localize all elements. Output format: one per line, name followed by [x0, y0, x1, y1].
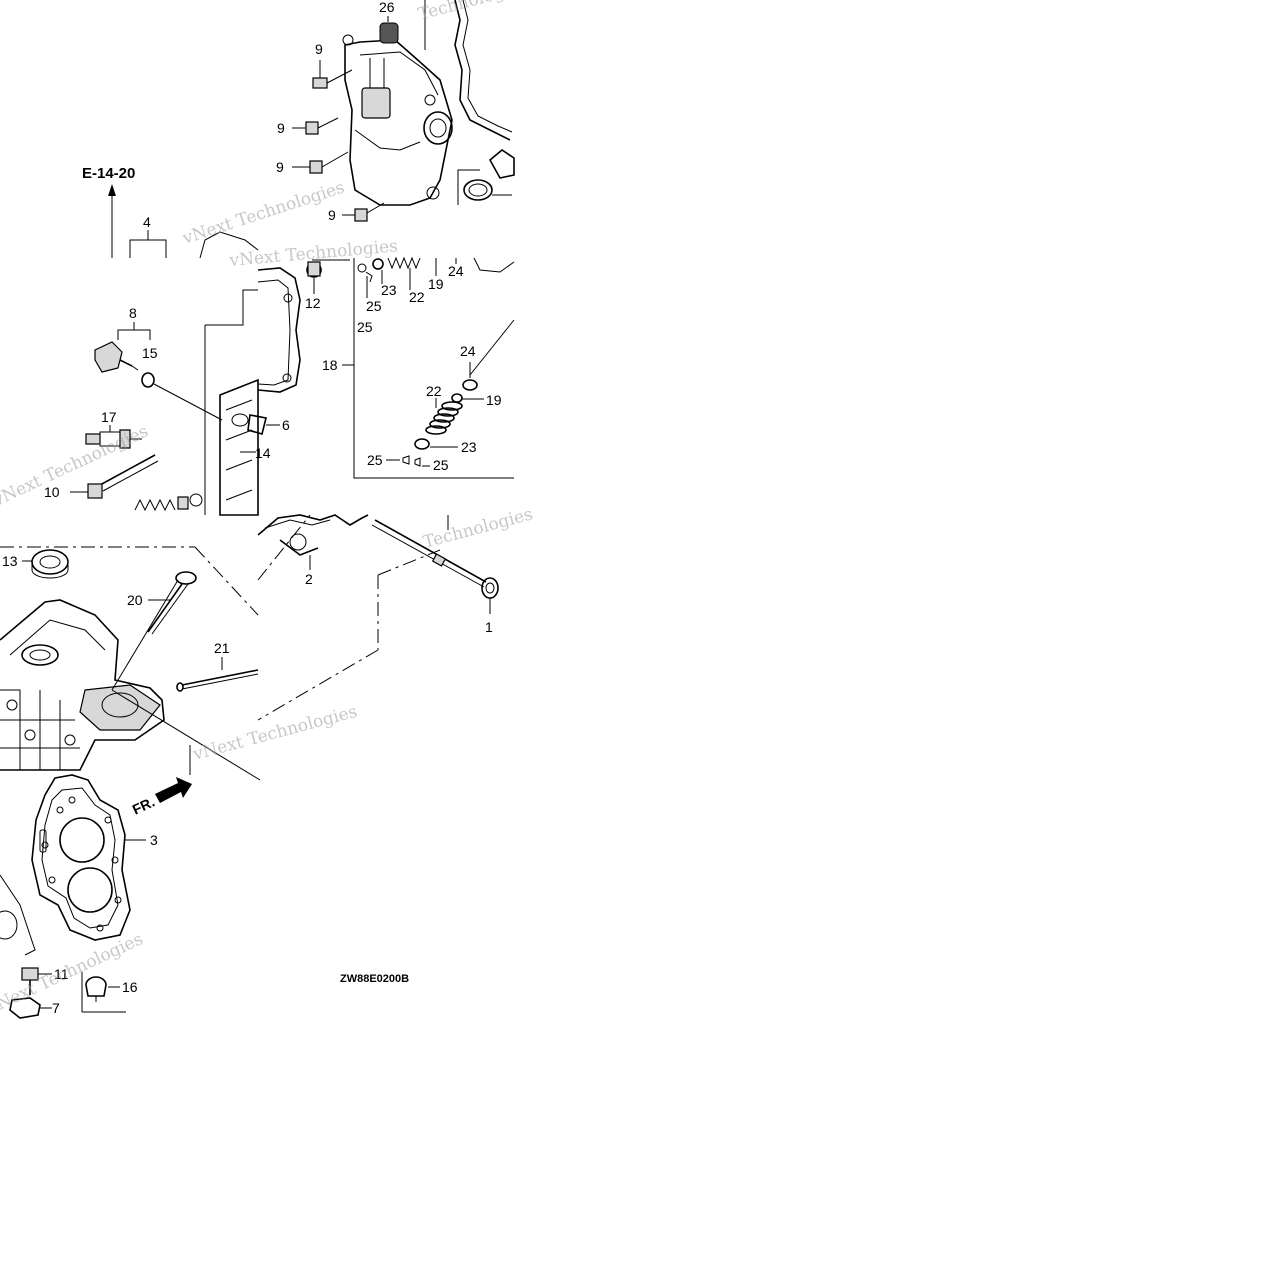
callout-24: 24	[460, 343, 476, 359]
diagram-code: ZW88E0200B	[340, 973, 409, 985]
callout-2: 2	[305, 571, 313, 587]
watermarks: vNext Technologies vNext Technologies vN…	[0, 0, 535, 1019]
callout-16: 16	[122, 979, 138, 995]
callout-25: 25	[357, 319, 373, 335]
reference-label: E-14-20	[82, 165, 135, 182]
callout-13: 13	[2, 553, 18, 569]
callout-labels: 26 9 9 9 9 4 8 15 17 6 14 10 12 25 25 23…	[2, 0, 502, 1016]
callout-22: 22	[426, 383, 442, 399]
callout-10: 10	[44, 484, 60, 500]
watermark: vNext Technologies	[0, 421, 152, 511]
cylinder-head-side-tile	[70, 267, 301, 516]
callout-18: 18	[322, 357, 338, 373]
callout-17: 17	[101, 409, 117, 425]
watermark: Technologies	[421, 504, 535, 552]
callout-25: 25	[367, 452, 383, 468]
callout-14: 14	[255, 445, 271, 461]
head-cover-tile	[292, 0, 515, 222]
callout-26: 26	[379, 0, 395, 15]
callout-25: 25	[366, 298, 382, 314]
watermark: vNext Technologies	[179, 178, 347, 250]
callout-6: 6	[282, 417, 290, 433]
lower-parts-area	[0, 760, 192, 1019]
callout-15: 15	[142, 345, 158, 361]
callout-24: 24	[448, 263, 464, 279]
callout-3: 3	[150, 832, 158, 848]
callout-7: 7	[52, 1000, 60, 1016]
watermark: vNext Technologies	[190, 702, 359, 765]
callout-19: 19	[428, 276, 444, 292]
callout-21: 21	[214, 640, 230, 656]
head-assembly-tile	[0, 546, 261, 781]
front-direction-label: FR.	[130, 794, 157, 818]
callout-9: 9	[328, 207, 336, 223]
callout-11: 11	[54, 966, 69, 982]
callout-23: 23	[461, 439, 477, 455]
callout-23: 23	[381, 282, 397, 298]
callout-1: 1	[485, 619, 493, 635]
callout-9: 9	[276, 159, 284, 175]
head-bolt-tile	[257, 514, 499, 721]
callout-20: 20	[127, 592, 143, 608]
callout-12: 12	[305, 295, 321, 311]
callout-9: 9	[277, 120, 285, 136]
callout-19: 19	[486, 392, 502, 408]
callout-22: 22	[409, 289, 425, 305]
valve-spring-kit-tile	[306, 256, 515, 479]
reference-arrow	[108, 184, 259, 259]
callout-9: 9	[315, 41, 323, 57]
callout-8: 8	[129, 305, 137, 321]
watermark: Technologies	[416, 0, 530, 25]
callout-25: 25	[433, 457, 449, 473]
callout-4: 4	[143, 214, 151, 230]
